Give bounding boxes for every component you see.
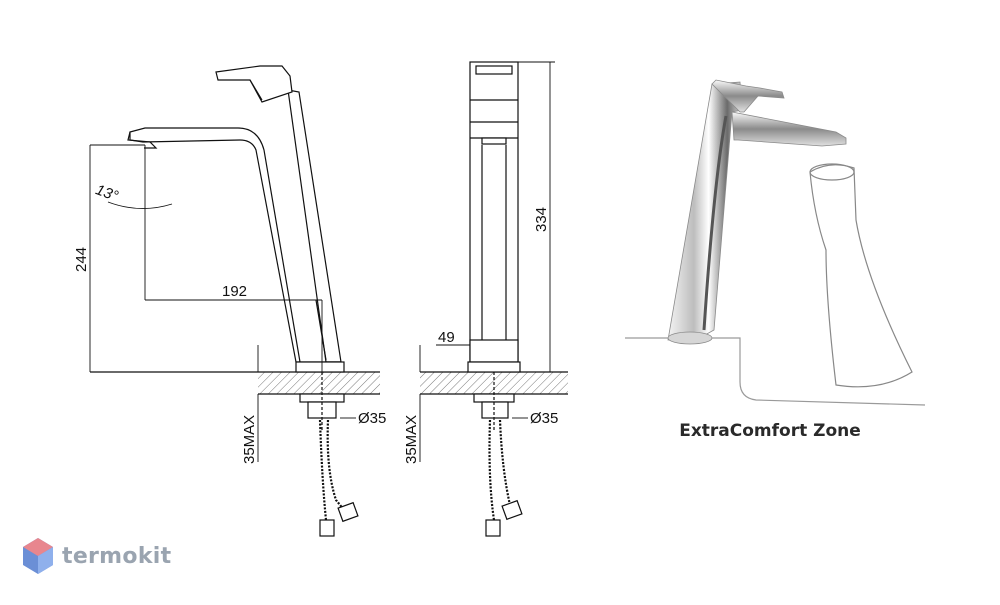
extracomfort-zone-caption: ExtraComfort Zone bbox=[679, 421, 861, 441]
side-view-dimension-lines bbox=[89, 144, 356, 462]
height-outlet-label: 244 bbox=[73, 247, 90, 272]
total-height-label: 334 bbox=[533, 207, 550, 232]
front-view-dimension-lines bbox=[419, 61, 555, 462]
front-view-drawing bbox=[420, 61, 568, 537]
angle-label: 13° bbox=[93, 181, 120, 205]
body-width-label: 49 bbox=[438, 329, 455, 346]
logo-text: termokit bbox=[62, 543, 172, 569]
extracomfort-illustration bbox=[625, 79, 926, 406]
hole-diameter-front-label: Ø35 bbox=[530, 410, 558, 427]
termokit-logo: termokit bbox=[22, 536, 171, 576]
max-thickness-front-label: 35MAX bbox=[403, 415, 420, 464]
hexagon-logo-icon bbox=[23, 538, 53, 574]
hole-diameter-side-label: Ø35 bbox=[358, 410, 386, 427]
side-view-drawing bbox=[90, 65, 380, 537]
reach-label: 192 bbox=[222, 283, 247, 300]
max-thickness-side-label: 35MAX bbox=[241, 415, 258, 464]
